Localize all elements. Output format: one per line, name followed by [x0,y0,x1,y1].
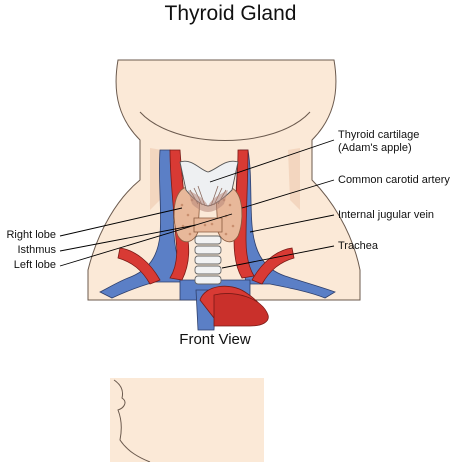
profile-skin [110,378,264,462]
thyroid-isthmus [193,217,223,233]
right-subclavian-artery [117,247,161,285]
label-trachea: Trachea [338,240,378,252]
label-left-lobe: Left lobe [13,259,56,271]
left-subclavian-artery [251,247,295,285]
aorta-bulge [213,293,269,327]
neck-shadow-right [288,148,300,210]
label-isthmus: Isthmus [17,244,56,256]
cricothyroid-fill [188,190,228,212]
label-thyroid-cartilage: Thyroid cartilage (Adam's apple) [338,129,419,155]
label-internal-jugular: Internal jugular vein [338,209,435,221]
label-right-lobe: Right lobe [6,229,56,241]
chin-line [139,111,311,141]
label-thyroid-cartilage-line2: (Adam's apple) [338,142,412,154]
diagram-title: Thyroid Gland [164,2,297,25]
view-caption: Front View [179,331,251,348]
neck-shadow [150,148,162,210]
label-thyroid-cartilage-line1: Thyroid cartilage [338,129,420,141]
profile-outline [113,379,151,462]
trachea [194,235,222,285]
label-common-carotid: Common carotid artery [338,174,450,186]
leader-lines [59,139,335,269]
